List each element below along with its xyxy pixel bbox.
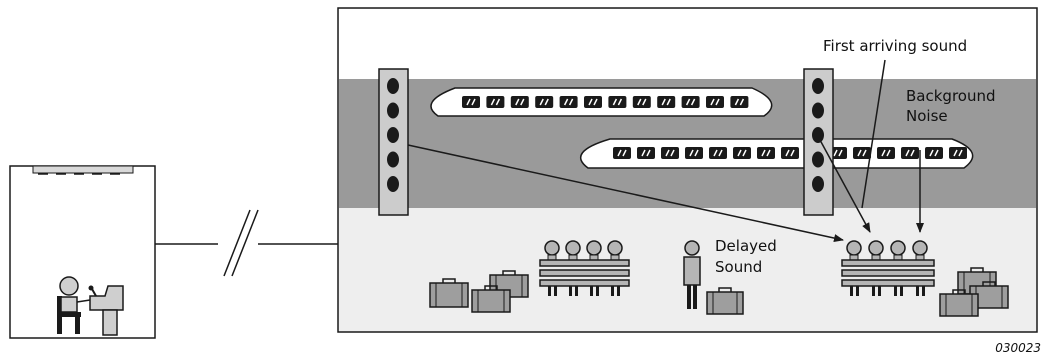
- passenger-icon: [847, 241, 861, 255]
- luggage-icon: [472, 286, 510, 312]
- passenger-icon: [913, 241, 927, 255]
- train-window: [877, 147, 895, 159]
- train-window: [511, 96, 529, 108]
- train-window: [682, 96, 700, 108]
- passenger-icon: [545, 241, 559, 255]
- train-window: [486, 96, 504, 108]
- train-window: [657, 96, 675, 108]
- passenger-icon: [891, 241, 905, 255]
- signal-line: [155, 210, 338, 276]
- passenger-icon: [566, 241, 580, 255]
- train-window: [706, 96, 724, 108]
- train-window: [781, 147, 799, 159]
- train-window: [757, 147, 775, 159]
- train-window: [560, 96, 578, 108]
- train-window: [462, 96, 480, 108]
- train-window: [608, 96, 626, 108]
- loudspeaker-column-right: [804, 69, 833, 215]
- loudspeaker-column-left: [379, 69, 408, 215]
- train-window: [661, 147, 679, 159]
- delayed-sound-label-2: Sound: [715, 258, 762, 276]
- train-window: [637, 147, 655, 159]
- speaker-driver: [812, 103, 824, 119]
- background-noise-label-2: Noise: [906, 107, 948, 125]
- train-icon: [431, 88, 772, 116]
- speaker-driver: [387, 103, 399, 119]
- train-window: [949, 147, 967, 159]
- passenger-icon: [608, 241, 622, 255]
- first-arriving-label: First arriving sound: [823, 37, 967, 55]
- speaker-driver: [387, 176, 399, 192]
- announcer-room: [10, 166, 155, 338]
- background-noise-label: Background: [906, 87, 996, 105]
- figure-code: 030023: [995, 341, 1041, 355]
- train-window: [709, 147, 727, 159]
- luggage-icon: [940, 290, 978, 316]
- train-icon: [581, 139, 973, 168]
- train-window: [901, 147, 919, 159]
- speaker-driver: [812, 78, 824, 94]
- train-window: [853, 147, 871, 159]
- speaker-driver: [812, 152, 824, 168]
- train-window: [925, 147, 943, 159]
- luggage-icon: [430, 279, 468, 307]
- train-window: [535, 96, 553, 108]
- train-window: [633, 96, 651, 108]
- speaker-driver: [387, 78, 399, 94]
- speaker-driver: [812, 127, 824, 143]
- passenger-icon: [587, 241, 601, 255]
- speaker-driver: [812, 176, 824, 192]
- passenger-icon: [869, 241, 883, 255]
- train-window: [733, 147, 751, 159]
- train-window: [685, 147, 703, 159]
- speaker-driver: [387, 127, 399, 143]
- train-window: [613, 147, 631, 159]
- train-window: [584, 96, 602, 108]
- speaker-driver: [387, 152, 399, 168]
- train-window: [730, 96, 748, 108]
- luggage-icon: [707, 288, 743, 314]
- delayed-sound-label: Delayed: [715, 237, 777, 255]
